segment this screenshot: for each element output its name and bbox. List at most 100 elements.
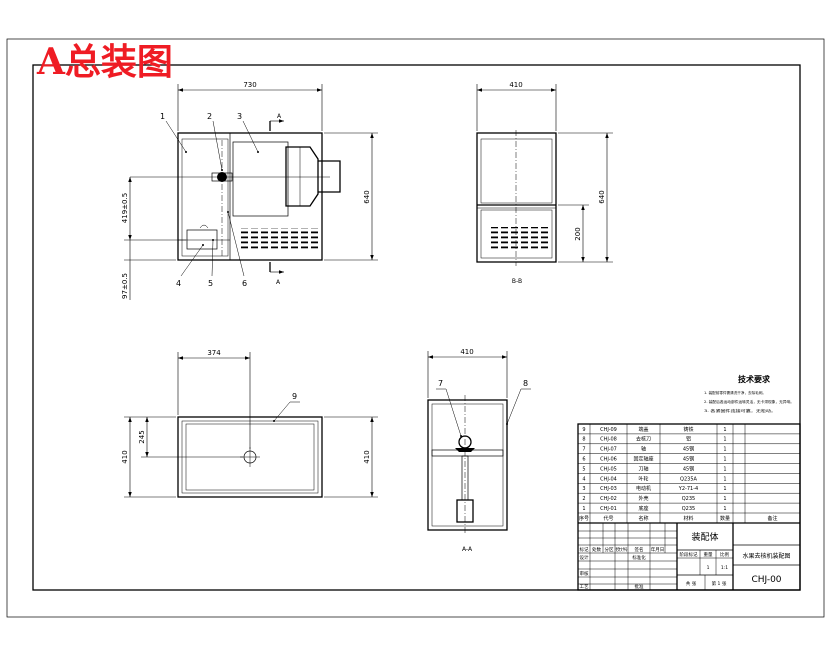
balloon-8: 8 (523, 379, 528, 388)
tech-requirements: 技术要求 1. 装配前零件需清洗干净，去除毛刺。 2. 装配后各运动部件运转灵活… (704, 374, 794, 413)
bom-header-cell: 序号 (579, 515, 589, 522)
side-housing (476, 132, 557, 263)
tech-requirement-3: 3. 各紧固件连接可靠，无松动。 (704, 408, 776, 413)
dim-top-depth-right: 410 (363, 450, 371, 463)
handle (318, 160, 341, 193)
bom-cell: 轴 (641, 446, 646, 453)
bom-cell: 铝 (686, 436, 691, 443)
bom-cell: 外壳 (638, 495, 648, 502)
bom-cell: Q235A (680, 476, 697, 482)
bom-cell: 1 (723, 437, 726, 443)
bom-cell: Q235 (682, 506, 695, 512)
dim-front-upper: 419±0.5 (121, 193, 129, 223)
fan-impeller (232, 141, 289, 217)
tech-requirements-title: 技术要求 (738, 374, 771, 384)
bom-cell: 端盖 (638, 426, 648, 433)
balloon-9: 9 (292, 392, 297, 401)
bom-cell: 3 (582, 486, 585, 492)
drawing-title: A总装图 (36, 41, 173, 83)
bom-cell: 1 (723, 466, 726, 472)
bom-cell: CHJ-02 (600, 496, 617, 502)
label-approve: 批准 (635, 583, 644, 590)
rev-header-date: 年月日 (651, 546, 665, 553)
dim-side-height: 640 (598, 190, 606, 203)
dim-top-partial: 245 (138, 430, 146, 443)
side-view: 410 640 200 B-B (476, 81, 613, 285)
bom-cell: 1 (582, 506, 585, 512)
bom-cell: 1 (723, 486, 726, 492)
sheets-total: 共 张 (686, 580, 697, 587)
rev-header-count: 处数 (592, 546, 601, 553)
dim-top-depth-left: 410 (121, 450, 129, 463)
bom-cell: CHJ-06 (600, 456, 617, 462)
bom-cell: 5 (582, 466, 585, 472)
bom-cell: 8 (582, 437, 585, 443)
title-block: 标记 处数 分区 更改文件号 签名 年月日 设计 标准化 审核 工艺 批准 装配… (578, 523, 800, 590)
bom-header-cell: 材料 (683, 515, 693, 522)
bom-header-cell: 数量 (720, 515, 730, 522)
tech-requirement-1: 1. 装配前零件需清洗干净，去除毛刺。 (704, 390, 766, 395)
bom-cell: CHJ-07 (600, 447, 617, 453)
balloon-5: 5 (208, 279, 213, 288)
label-stage-mark: 阶段标记 (680, 551, 698, 558)
bom-cell: 7 (582, 447, 585, 453)
bom-cell: CHJ-08 (600, 437, 617, 443)
drawing-number: CHJ-00 (751, 575, 781, 585)
rev-header-sign: 签名 (635, 546, 644, 553)
bom-cell: 1 (723, 427, 726, 433)
bom-cell: 铸铁 (683, 426, 693, 433)
bom-cell: 电动机 (636, 485, 651, 492)
bom-cell: 2 (582, 496, 585, 502)
bom-cell: 1 (723, 476, 726, 482)
section-view: 410 7 8 A-A (427, 348, 531, 553)
front-housing (177, 132, 323, 261)
bom-cell: 去核刀 (636, 436, 651, 443)
bom-cell: CHJ-05 (600, 466, 617, 472)
bom-cell: 固定轴座 (633, 455, 653, 462)
label-process: 工艺 (580, 584, 589, 590)
filter-block (186, 229, 218, 250)
left-compartment (181, 138, 229, 257)
bom-cell: CHJ-03 (600, 486, 617, 492)
rev-header-change-no: 更改文件号 (616, 546, 628, 553)
section-cutter-block (456, 499, 474, 523)
bom-cell: CHJ-01 (600, 506, 617, 512)
label-scale: 比例 (720, 551, 729, 558)
front-vents (238, 228, 318, 250)
bom-header-cell: 名称 (638, 515, 648, 522)
bom-cell: 1 (723, 496, 726, 502)
part-name: 装配体 (691, 531, 718, 543)
bom-cell: 45钢 (683, 446, 694, 453)
section-mark-bottom: A (276, 279, 281, 286)
balloon-6: 6 (242, 279, 247, 288)
bom-cell: 1 (723, 456, 726, 462)
side-vents (488, 227, 548, 251)
label-standardization: 标准化 (632, 554, 646, 561)
top-view: 374 245 410 410 9 (121, 349, 378, 498)
bom-cell: 4 (582, 476, 585, 482)
section-mark-top: A (277, 113, 282, 120)
bom-cell: 9 (582, 427, 585, 433)
bom-cell: CHJ-04 (600, 476, 617, 482)
rev-header-mark: 标记 (580, 546, 589, 553)
bom-cell: 刀轴 (638, 465, 648, 472)
bom-cell: CHJ-09 (600, 427, 617, 433)
outer-border (6, 38, 825, 618)
bom-cell: Y2-71-4 (678, 486, 698, 492)
balloon-3: 3 (237, 112, 242, 121)
bom-cell: 1 (723, 506, 726, 512)
dim-side-width: 410 (509, 81, 522, 89)
scale-value: 1:1 (721, 565, 728, 571)
bom-cell: 6 (582, 456, 585, 462)
sheet-number: 第 1 张 (712, 580, 727, 587)
label-design: 设计 (580, 554, 589, 561)
weight-value: 1 (707, 565, 710, 571)
bom-cell: 45钢 (683, 465, 694, 472)
section-housing (427, 399, 508, 531)
shaft-hub (217, 172, 227, 182)
bom-cell: 45钢 (683, 455, 694, 462)
dim-side-lower: 200 (574, 227, 582, 240)
bom-cell: 1 (723, 447, 726, 453)
